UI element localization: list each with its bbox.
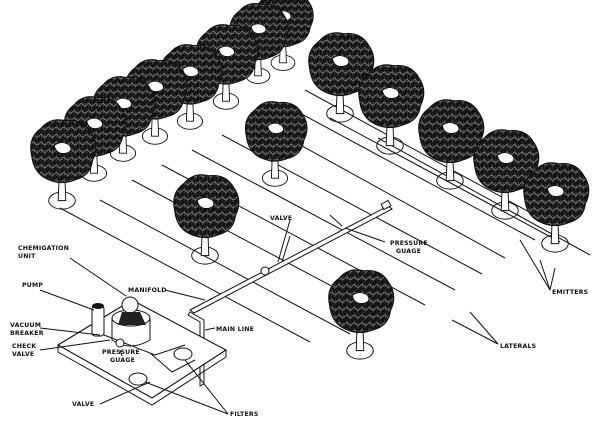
label-pressure-gauge: PRESSURE <box>102 349 140 356</box>
label-check-valve: CHECK <box>12 343 36 350</box>
label-valve: VALVE <box>270 215 292 222</box>
tree <box>418 99 485 190</box>
label-main-line: MAIN LINE <box>216 326 254 333</box>
tree <box>328 269 395 360</box>
label-emitters: EMITTERS <box>552 289 588 296</box>
label-filters: FILTERS <box>230 411 259 418</box>
lateral-line <box>284 104 536 241</box>
lateral-line <box>59 207 311 343</box>
lateral-line <box>191 149 456 291</box>
label-pressure-gauge: PRESSURE <box>390 240 428 247</box>
lateral-line <box>304 89 556 227</box>
label-pressure-gauge: GUAGE <box>396 248 421 255</box>
leader-lines <box>39 219 556 415</box>
label-valve: VALVE <box>72 401 94 408</box>
label-vacuum-breaker: VACUUM <box>10 322 41 329</box>
manifold-pipe <box>189 199 393 314</box>
tree <box>30 119 97 210</box>
tree <box>358 64 425 155</box>
tree <box>244 101 308 187</box>
trees-group <box>30 0 590 360</box>
label-pump: PUMP <box>22 282 43 289</box>
label-manifold: MANIFOLD <box>128 287 167 294</box>
lateral-line <box>329 117 561 243</box>
label-chemigation-unit: CHEMIGATION <box>18 245 69 252</box>
tree <box>173 174 240 265</box>
filter-icon <box>173 347 193 361</box>
label-vacuum-breaker: BREAKER <box>10 330 44 337</box>
pump-icon <box>91 303 105 337</box>
label-laterals: LATERALS <box>500 343 536 350</box>
label-check-valve: VALVE <box>12 351 34 358</box>
gauge-icon <box>115 338 125 348</box>
lateral-line <box>99 199 351 335</box>
labels-group: CHEMIGATION UNIT PUMP VACUUM BREAKER CHE… <box>10 215 588 418</box>
chemigation-tank-icon <box>111 296 151 347</box>
label-chemigation-unit: UNIT <box>18 253 36 260</box>
filter-icon <box>128 372 148 386</box>
label-pressure-gauge: GUAGE <box>110 357 135 364</box>
pump-station <box>56 296 228 406</box>
